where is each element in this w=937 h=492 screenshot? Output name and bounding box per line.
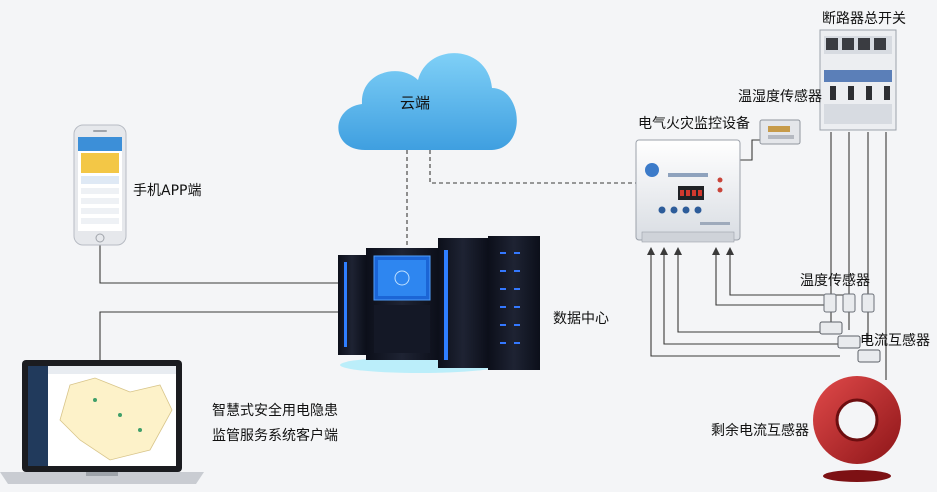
client-link — [99, 311, 340, 360]
breaker-label: 断路器总开关 — [822, 11, 906, 27]
humidity-monitor-link — [740, 139, 762, 161]
input-wire-5 — [729, 250, 848, 296]
residual-ct-label: 剩余电流互感器 — [711, 423, 809, 439]
cloud-label: 云端 — [400, 94, 431, 112]
fire-monitor-device — [635, 139, 741, 243]
current-transformer-label: 电流互感器 — [860, 333, 930, 349]
cloud-monitor-link — [429, 150, 636, 184]
monitor-label: 电气火灾监控设备 — [638, 116, 750, 132]
phone-icon — [73, 124, 127, 246]
datacenter-servers — [338, 236, 540, 373]
phone-label: 手机APP端 — [133, 183, 202, 199]
breaker-icon — [819, 29, 897, 131]
humidity-sensor-icon — [759, 119, 801, 145]
current-transformers — [819, 321, 881, 363]
input-wire-3 — [677, 250, 820, 333]
connection-lines — [99, 132, 887, 380]
client-label-line2: 监管服务系统客户端 — [212, 428, 338, 444]
input-wire-1 — [650, 250, 840, 357]
laptop-icon — [0, 360, 204, 484]
humidity-sensor-label: 温湿度传感器 — [738, 89, 822, 105]
temp-sensor-label: 温度传感器 — [800, 273, 870, 289]
client-label-line1: 智慧式安全用电隐患 — [212, 403, 338, 419]
residual-ct-icon — [813, 376, 901, 482]
cloud-icon — [338, 53, 517, 150]
arrow-heads — [647, 247, 734, 255]
datacenter-label: 数据中心 — [553, 311, 609, 327]
input-wire-4 — [715, 250, 828, 306]
phone-link — [99, 245, 340, 284]
input-wire-2 — [663, 250, 840, 345]
temperature-sensors — [823, 293, 875, 313]
